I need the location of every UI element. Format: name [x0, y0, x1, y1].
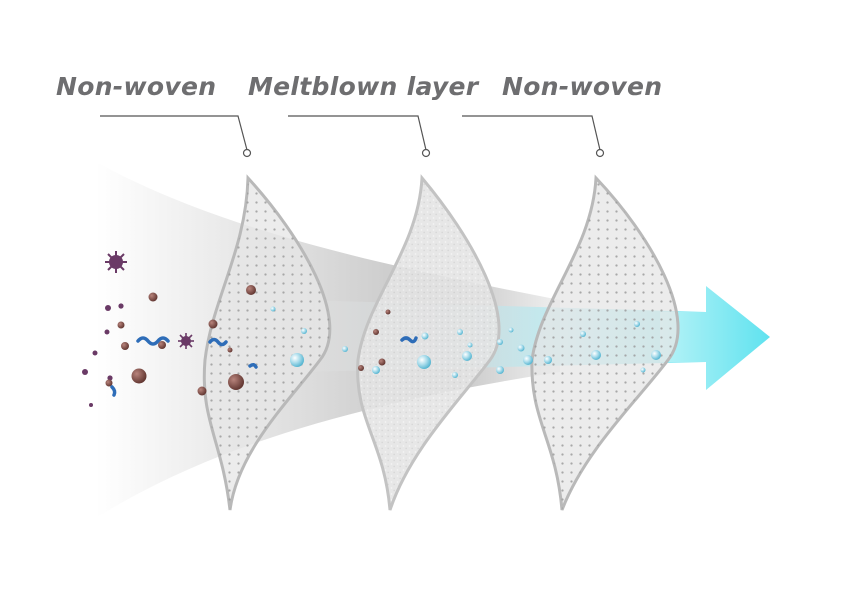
water-droplet-icon — [372, 366, 380, 374]
water-droplet-icon — [496, 366, 504, 374]
virus-icon — [107, 375, 113, 381]
virus-icon — [178, 333, 194, 349]
dust-particle-icon — [105, 379, 113, 387]
leader-dot-layer-2 — [421, 148, 431, 158]
dust-particle-icon — [373, 329, 379, 335]
virus-icon — [104, 329, 110, 335]
layer-2-meltblown — [356, 174, 501, 511]
layer-label-non-woven-outer: Non-woven — [56, 72, 217, 101]
dust-particle-icon — [385, 309, 391, 315]
water-droplet-icon — [544, 356, 552, 364]
water-droplet-icon — [301, 328, 307, 334]
virus-icon — [82, 369, 88, 375]
dust-particle-icon — [148, 292, 158, 302]
water-droplet-icon — [270, 306, 276, 312]
bacteria-icon — [208, 337, 228, 347]
layer-3-non-woven — [530, 174, 680, 511]
water-droplet-icon — [452, 372, 458, 378]
water-droplet-icon — [508, 327, 514, 333]
virus-icon — [118, 303, 124, 309]
water-droplet-icon — [517, 344, 525, 352]
virus-icon — [92, 350, 98, 356]
water-droplet-icon — [591, 350, 601, 360]
dust-particle-icon — [208, 319, 218, 329]
dust-group — [105, 285, 391, 396]
water-droplet-icon — [523, 355, 533, 365]
bacteria-icon — [400, 336, 418, 344]
water-droplet-icon — [651, 350, 661, 360]
leader-line-layer-3 — [462, 115, 601, 151]
dust-particle-icon — [228, 374, 244, 390]
layer-label-non-woven-inner: Non-woven — [502, 72, 663, 101]
water-droplet-icon — [467, 342, 473, 348]
leader-dot-layer-1 — [242, 148, 252, 158]
water-droplet-icon — [417, 355, 431, 369]
water-droplet-icon — [634, 321, 640, 327]
dust-particle-icon — [227, 347, 233, 353]
water-droplet-icon — [457, 329, 463, 335]
bacteria-group — [110, 336, 418, 397]
droplet-group — [270, 306, 661, 378]
water-droplet-icon — [497, 339, 503, 345]
water-droplet-icon — [462, 351, 472, 361]
bacteria-icon — [110, 385, 117, 397]
bacteria-icon — [136, 336, 170, 346]
leader-lines — [100, 115, 605, 158]
virus-icon — [105, 251, 127, 273]
dust-particle-icon — [358, 365, 364, 371]
dust-particle-icon — [378, 358, 386, 366]
airflow-arrow-icon — [660, 286, 770, 390]
virus-group — [82, 251, 194, 407]
bacteria-icon — [248, 362, 258, 369]
virus-icon — [89, 403, 93, 407]
dust-particle-icon — [158, 341, 166, 349]
leader-line-layer-1 — [100, 115, 248, 151]
dust-particle-icon — [246, 285, 256, 295]
water-droplet-icon — [580, 331, 586, 337]
water-droplet-icon — [342, 346, 348, 352]
water-droplet-icon — [290, 353, 304, 367]
virus-icon — [105, 305, 111, 311]
dust-particle-icon — [131, 368, 147, 384]
leader-dot-layer-3 — [595, 148, 605, 158]
dust-particle-icon — [197, 386, 207, 396]
dust-particle-icon — [117, 321, 125, 329]
water-droplet-icon — [640, 367, 646, 373]
layer-1-non-woven — [202, 174, 332, 511]
water-droplet-icon — [421, 332, 429, 340]
dust-particle-icon — [121, 342, 129, 350]
layer-label-meltblown: Meltblown layer — [248, 72, 479, 101]
leader-line-layer-2 — [288, 115, 427, 151]
